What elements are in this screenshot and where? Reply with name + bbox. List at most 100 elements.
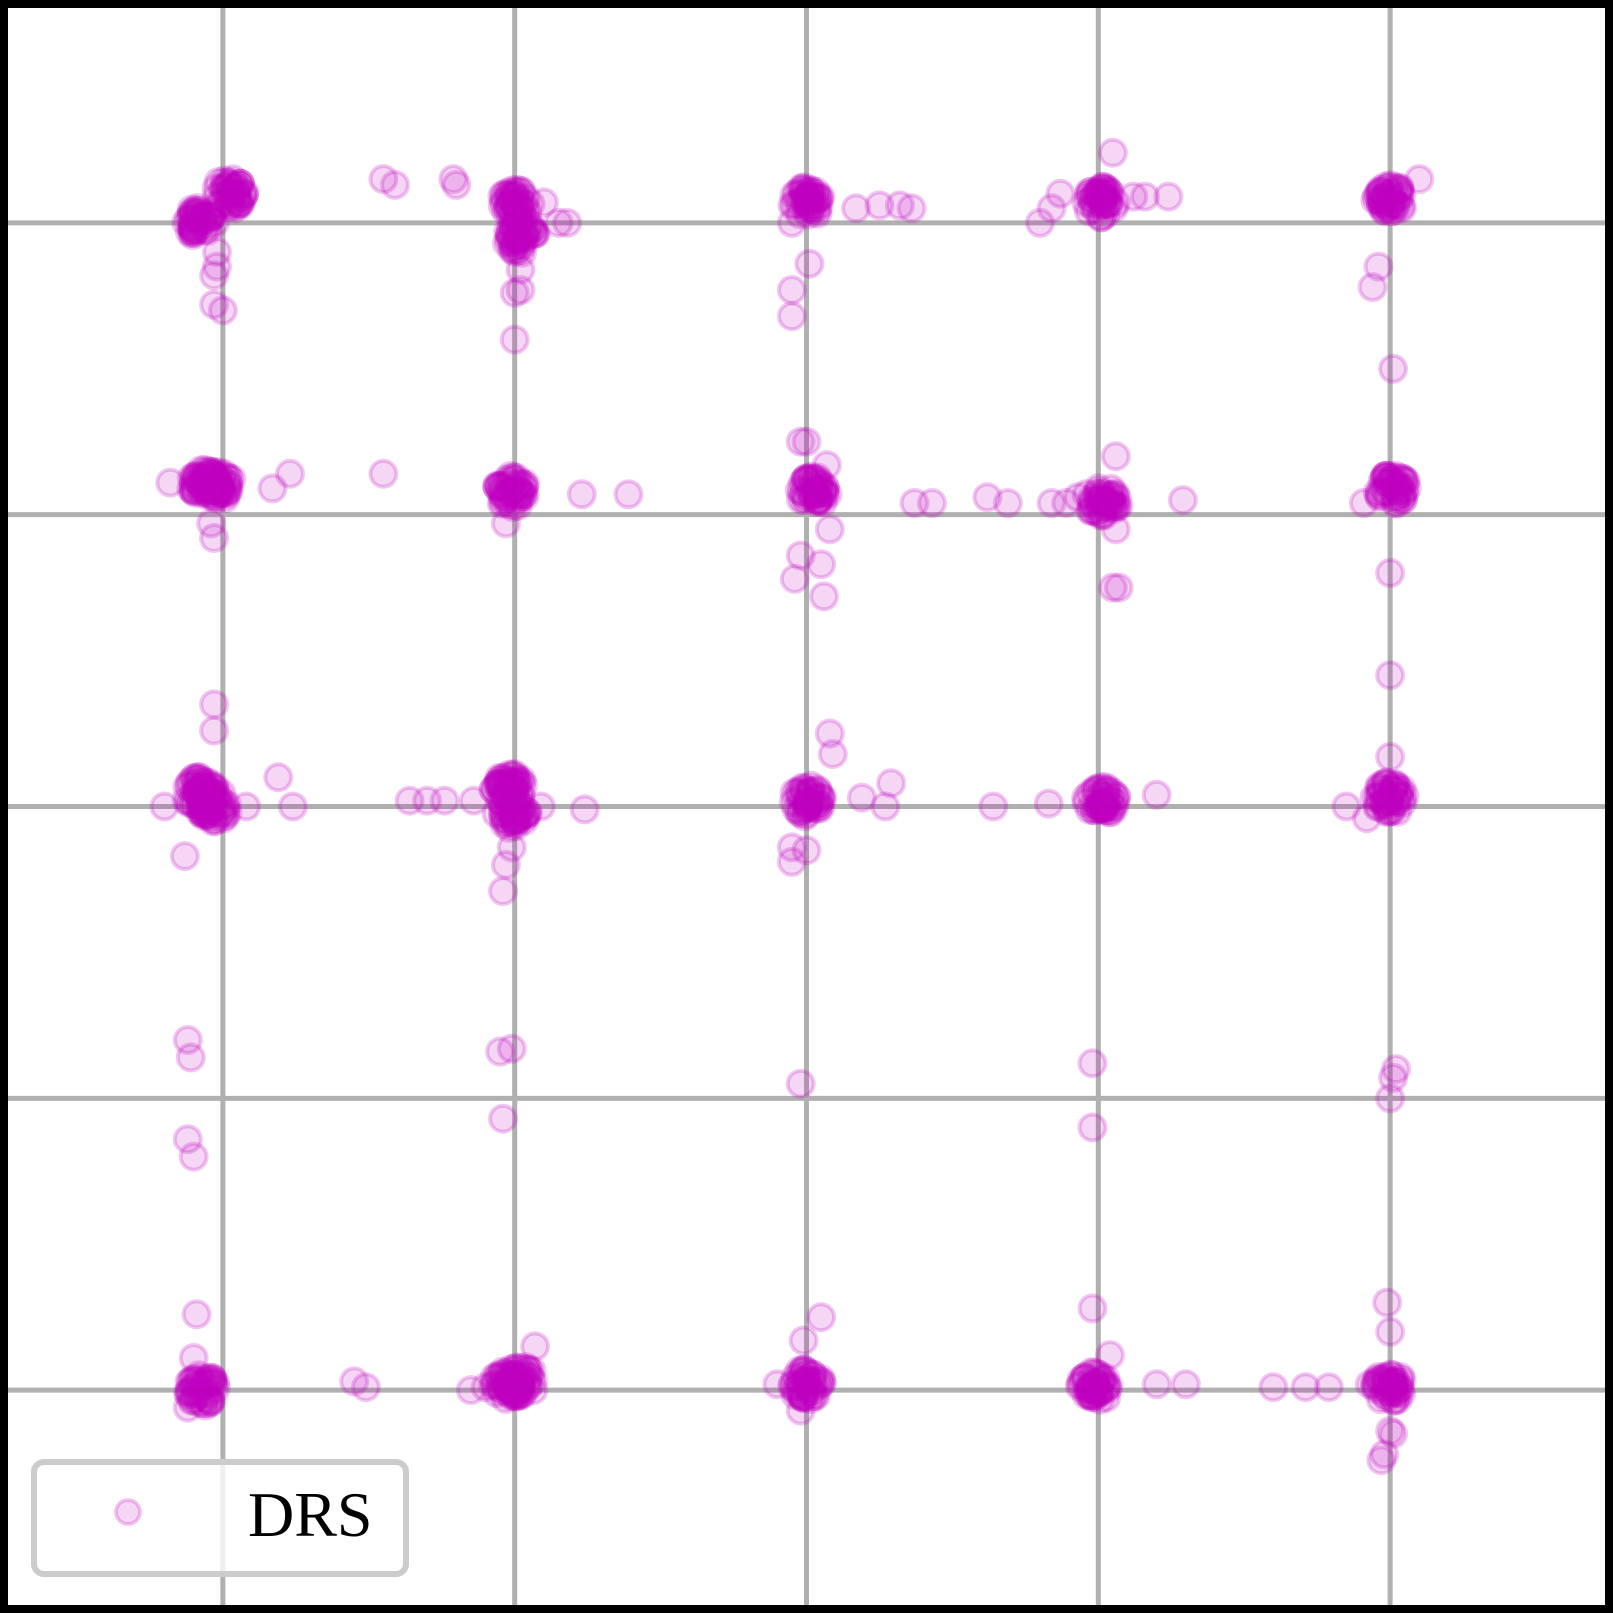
data-point-cluster-14 xyxy=(206,798,237,829)
data-point-cluster-2 xyxy=(492,191,523,222)
data-point-cluster-9 xyxy=(494,468,525,499)
data-point-cluster-11 xyxy=(1082,479,1112,510)
data-point-cluster-15 xyxy=(484,762,515,793)
data-point-cluster-17 xyxy=(786,794,817,825)
data-point-cluster-14 xyxy=(194,800,225,831)
data-point-cluster-1 xyxy=(223,190,254,221)
data-point-cluster-23 xyxy=(787,1381,818,1412)
data-point-cluster-17 xyxy=(807,783,838,814)
data-point-cluster-21 xyxy=(478,1370,509,1401)
data-point-113 xyxy=(178,1343,209,1373)
data-point-cluster-8 xyxy=(188,466,218,497)
data-point-cluster-21 xyxy=(491,1371,522,1402)
data-point-cluster-11 xyxy=(1082,484,1113,515)
data-point-cluster-9 xyxy=(509,472,540,503)
data-point-101 xyxy=(172,1124,203,1155)
data-point-cluster-14 xyxy=(188,801,219,831)
data-point-15 xyxy=(552,207,583,238)
data-point-cluster-2 xyxy=(501,195,532,226)
data-point-cluster-15 xyxy=(497,788,528,818)
data-point-cluster-7 xyxy=(202,461,233,492)
data-point-cluster-4 xyxy=(786,173,817,204)
data-point-120 xyxy=(762,1369,793,1400)
data-point-cluster-18 xyxy=(1080,776,1111,807)
data-point-cluster-18 xyxy=(1085,787,1116,818)
data-point-cluster-3 xyxy=(497,227,528,258)
data-point-cluster-6 xyxy=(1382,189,1413,220)
data-point-cluster-2 xyxy=(487,180,518,211)
data-point-cluster-14 xyxy=(199,783,230,813)
data-point-cluster-8 xyxy=(212,462,243,493)
data-point-cluster-3 xyxy=(499,211,529,242)
data-point-cluster-21 xyxy=(486,1373,517,1404)
data-point-cluster-9 xyxy=(482,472,513,502)
data-point-cluster-15 xyxy=(506,764,537,795)
data-point-cluster-5 xyxy=(1080,194,1111,225)
data-point-cluster-22 xyxy=(494,1369,525,1400)
data-point-49 xyxy=(814,514,845,545)
data-point-cluster-2 xyxy=(496,185,527,216)
data-point-cluster-8 xyxy=(208,458,239,489)
data-point-cluster-14 xyxy=(206,790,237,821)
data-point-cluster-16 xyxy=(488,803,519,834)
data-point-cluster-22 xyxy=(518,1375,549,1406)
data-point-123 xyxy=(785,1395,816,1426)
data-point-cluster-9 xyxy=(509,481,540,512)
data-point-cluster-6 xyxy=(1380,189,1411,220)
data-point-cluster-13 xyxy=(189,767,219,798)
data-point-27 xyxy=(1097,137,1128,168)
data-point-cluster-5 xyxy=(1079,179,1110,210)
data-point-cluster-2 xyxy=(489,186,520,217)
data-point-cluster-13 xyxy=(199,771,230,802)
data-point-cluster-10 xyxy=(803,484,834,515)
data-point-cluster-2 xyxy=(503,203,534,234)
data-point-cluster-8 xyxy=(210,483,241,514)
data-point-cluster-1 xyxy=(203,189,234,220)
data-point-cluster-5 xyxy=(1088,190,1119,220)
data-point-cluster-16 xyxy=(506,799,537,830)
data-point-cluster-10 xyxy=(812,479,843,510)
data-point-135 xyxy=(1375,1416,1406,1446)
data-point-cluster-3 xyxy=(500,236,531,267)
data-point-33 xyxy=(1357,272,1388,303)
data-point-122 xyxy=(806,1302,837,1333)
data-point-cluster-3 xyxy=(509,222,540,253)
data-point-cluster-15 xyxy=(499,774,530,805)
data-point-cluster-16 xyxy=(493,807,524,838)
data-point-cluster-22 xyxy=(495,1354,526,1385)
data-point-cluster-8 xyxy=(203,468,234,499)
data-point-cluster-5 xyxy=(1074,177,1105,208)
data-point-cluster-9 xyxy=(488,482,519,513)
data-point-cluster-4 xyxy=(796,178,827,209)
data-point-cluster-10 xyxy=(791,483,822,514)
data-point-cluster-0 xyxy=(189,215,220,245)
data-point-cluster-1 xyxy=(216,190,247,221)
data-point-114 xyxy=(172,1392,203,1423)
data-point-cluster-17 xyxy=(804,790,835,821)
data-point-cluster-10 xyxy=(798,479,829,510)
data-point-cluster-6 xyxy=(1375,170,1406,201)
data-point-cluster-13 xyxy=(178,788,209,819)
data-point-cluster-9 xyxy=(482,471,513,502)
data-point-cluster-6 xyxy=(1367,190,1398,221)
data-point-cluster-25 xyxy=(1379,1385,1410,1416)
data-point-cluster-0 xyxy=(199,207,230,238)
data-point-cluster-18 xyxy=(1100,781,1131,812)
data-point-cluster-16 xyxy=(500,804,530,835)
data-point-cluster-17 xyxy=(803,776,834,807)
data-point-46 xyxy=(785,426,816,457)
data-point-cluster-11 xyxy=(1092,488,1123,519)
data-point-cluster-10 xyxy=(789,485,820,516)
data-point-cluster-0 xyxy=(196,201,227,232)
data-point-cluster-22 xyxy=(516,1355,547,1386)
data-point-cluster-21 xyxy=(505,1374,535,1405)
data-point-cluster-24 xyxy=(1066,1364,1097,1395)
data-point-cluster-6 xyxy=(1375,196,1406,227)
data-point-cluster-20 xyxy=(193,1363,223,1394)
data-point-cluster-10 xyxy=(809,477,840,508)
data-point-cluster-15 xyxy=(500,763,531,793)
data-point-cluster-4 xyxy=(792,190,823,221)
data-point-cluster-10 xyxy=(788,467,819,498)
data-point-cluster-1 xyxy=(201,182,232,212)
data-point-cluster-17 xyxy=(787,772,818,803)
